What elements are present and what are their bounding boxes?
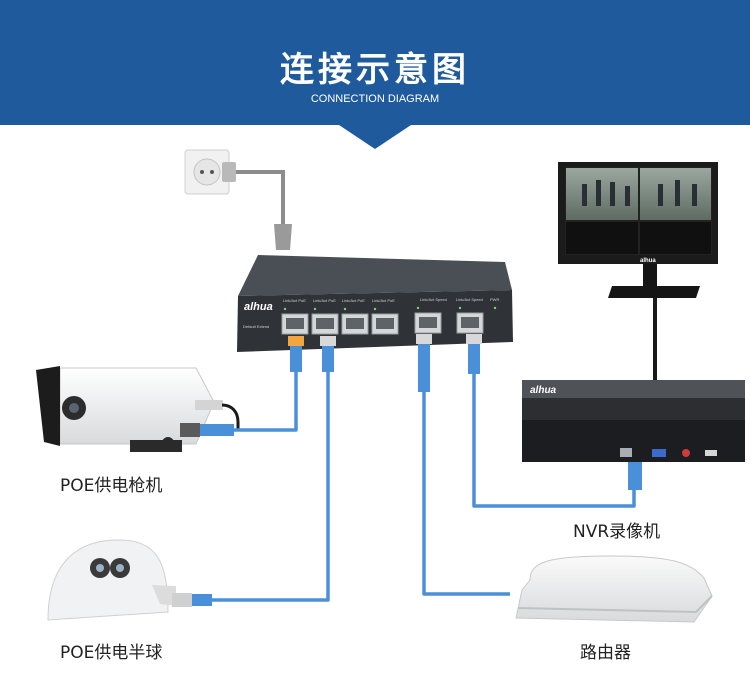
bullet-camera [36,366,240,452]
cable-router [422,392,510,596]
monitor-brand: alhua [640,258,656,264]
switch-port-label-3: Link/Act PoE [342,298,365,303]
dome-camera [47,539,176,621]
page-subtitle: CONNECTION DIAGRAM [310,93,440,105]
poe-switch: alhua Default Extend Link/Act PoE Link/A… [237,255,513,352]
label-bullet-camera: POE供电枪机 [60,476,163,496]
label-router: 路由器 [580,643,631,663]
rj45-plug-dome [172,593,212,607]
header-banner: 连接示意图 CONNECTION DIAGRAM [0,0,750,125]
nvr-recorder: alhua [522,380,745,462]
power-socket [184,149,230,195]
switch-extend-label: Default Extend [243,324,269,329]
cable-bullet-camera [234,370,298,432]
switch-port-label-5: Link/Act Speed [420,297,447,302]
switch-leds [283,306,497,311]
rj45-plug-2 [320,336,336,372]
switch-port-label-6: Link/Act Speed [456,297,483,302]
switch-port-holes [286,317,479,329]
page-title: 连接示意图 [280,50,470,90]
switch-port-label-2: Link/Act PoE [313,298,336,303]
switch-port-label-7: PWR [490,297,499,302]
monitor: alhua [558,162,718,298]
nvr-brand: alhua [530,385,557,396]
switch-port-labels: Link/Act PoE Link/Act PoE Link/Act PoE L… [283,297,499,303]
switch-brand: alhua [244,301,273,313]
label-dome-camera: POE供电半球 [60,643,163,663]
power-plug [222,162,292,250]
rj45-plug-4 [466,334,482,374]
cable-dome-camera [206,370,330,602]
switch-port-label-4: Link/Act PoE [372,298,395,303]
rj45-plug-1 [288,336,304,372]
rj45-plug-nvr [628,462,642,490]
rj45-plug-3 [416,334,432,392]
banner-notch [339,125,411,149]
rj45-plugs [172,334,642,607]
switch-port-label-1: Link/Act PoE [283,298,306,303]
label-nvr: NVR录像机 [573,522,661,542]
network-cables [206,370,636,602]
router [515,555,713,623]
rj45-plug-bullet [180,423,234,437]
